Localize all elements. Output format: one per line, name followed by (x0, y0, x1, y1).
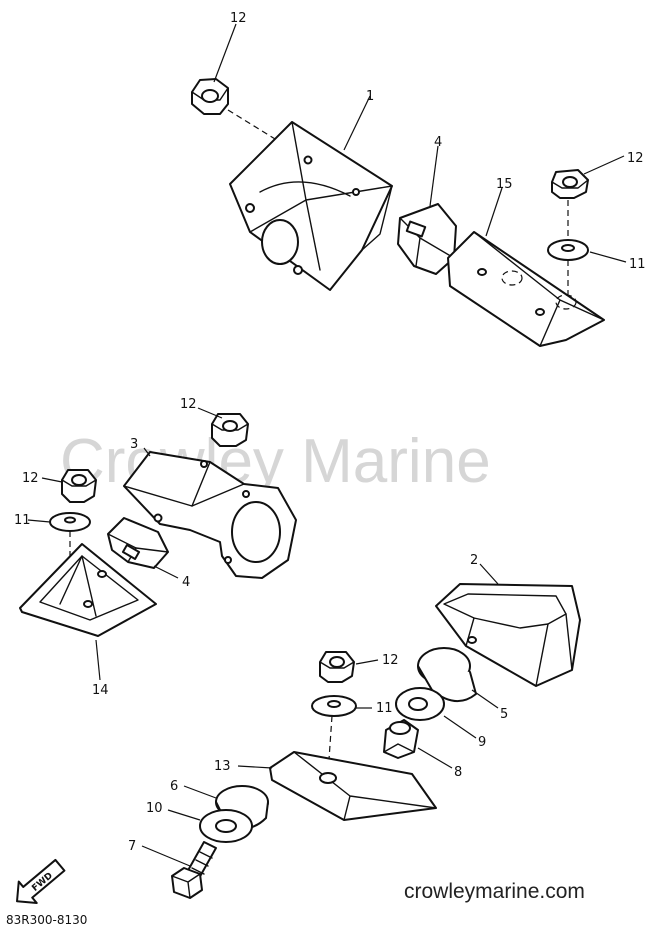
washer-11-lower (311, 695, 357, 717)
callout-5: 5 (500, 707, 508, 722)
callout-11: 11 (14, 513, 31, 528)
plate-15 (447, 231, 605, 347)
plate-14 (19, 543, 157, 637)
fwd-arrow: FWD (16, 858, 66, 905)
callout-numbers: 12 1 4 15 12 11 12 3 12 11 4 14 2 12 5 1… (14, 11, 646, 854)
diagram-code: 83R300-8130 (6, 913, 87, 927)
middle-left-assembly (19, 413, 297, 637)
bracket-1 (229, 121, 393, 291)
callout-12: 12 (22, 471, 39, 486)
callout-6: 6 (170, 779, 178, 794)
callout-11: 11 (376, 701, 393, 716)
callout-14: 14 (92, 683, 109, 698)
bolt-7 (171, 841, 217, 899)
spacer-8 (383, 719, 419, 759)
callout-9: 9 (478, 735, 486, 750)
callout-4: 4 (434, 135, 442, 150)
nut-12-lower (319, 651, 355, 683)
callout-4: 4 (182, 575, 190, 590)
callout-8: 8 (454, 765, 462, 780)
callout-15: 15 (496, 177, 513, 192)
nut-12-top-right (551, 169, 589, 199)
mount-4-middle (107, 517, 169, 569)
lower-right-assembly (171, 583, 581, 899)
washer-11-left (49, 512, 91, 532)
callout-13: 13 (214, 759, 231, 774)
top-assembly (191, 78, 605, 347)
callout-10: 10 (146, 801, 163, 816)
bracket-3 (123, 451, 297, 579)
washer-9 (395, 687, 445, 721)
bracket-2 (435, 583, 581, 687)
website-label: crowleymarine.com (404, 880, 585, 903)
nut-12-left (61, 469, 97, 503)
mount-4-top (397, 203, 457, 275)
nut-12-middle (211, 413, 249, 447)
callout-7: 7 (128, 839, 136, 854)
leader-lines (27, 23, 627, 867)
callout-1: 1 (366, 89, 374, 104)
callout-11: 11 (629, 257, 646, 272)
callout-2: 2 (470, 553, 478, 568)
plate-13 (269, 751, 437, 821)
callout-12: 12 (627, 151, 644, 166)
callout-12: 12 (230, 11, 247, 26)
callout-12: 12 (180, 397, 197, 412)
nut-12-top (191, 78, 229, 115)
washer-10 (199, 809, 253, 843)
washer-11-top-right (547, 239, 589, 261)
callout-12: 12 (382, 653, 399, 668)
callout-3: 3 (130, 437, 138, 452)
